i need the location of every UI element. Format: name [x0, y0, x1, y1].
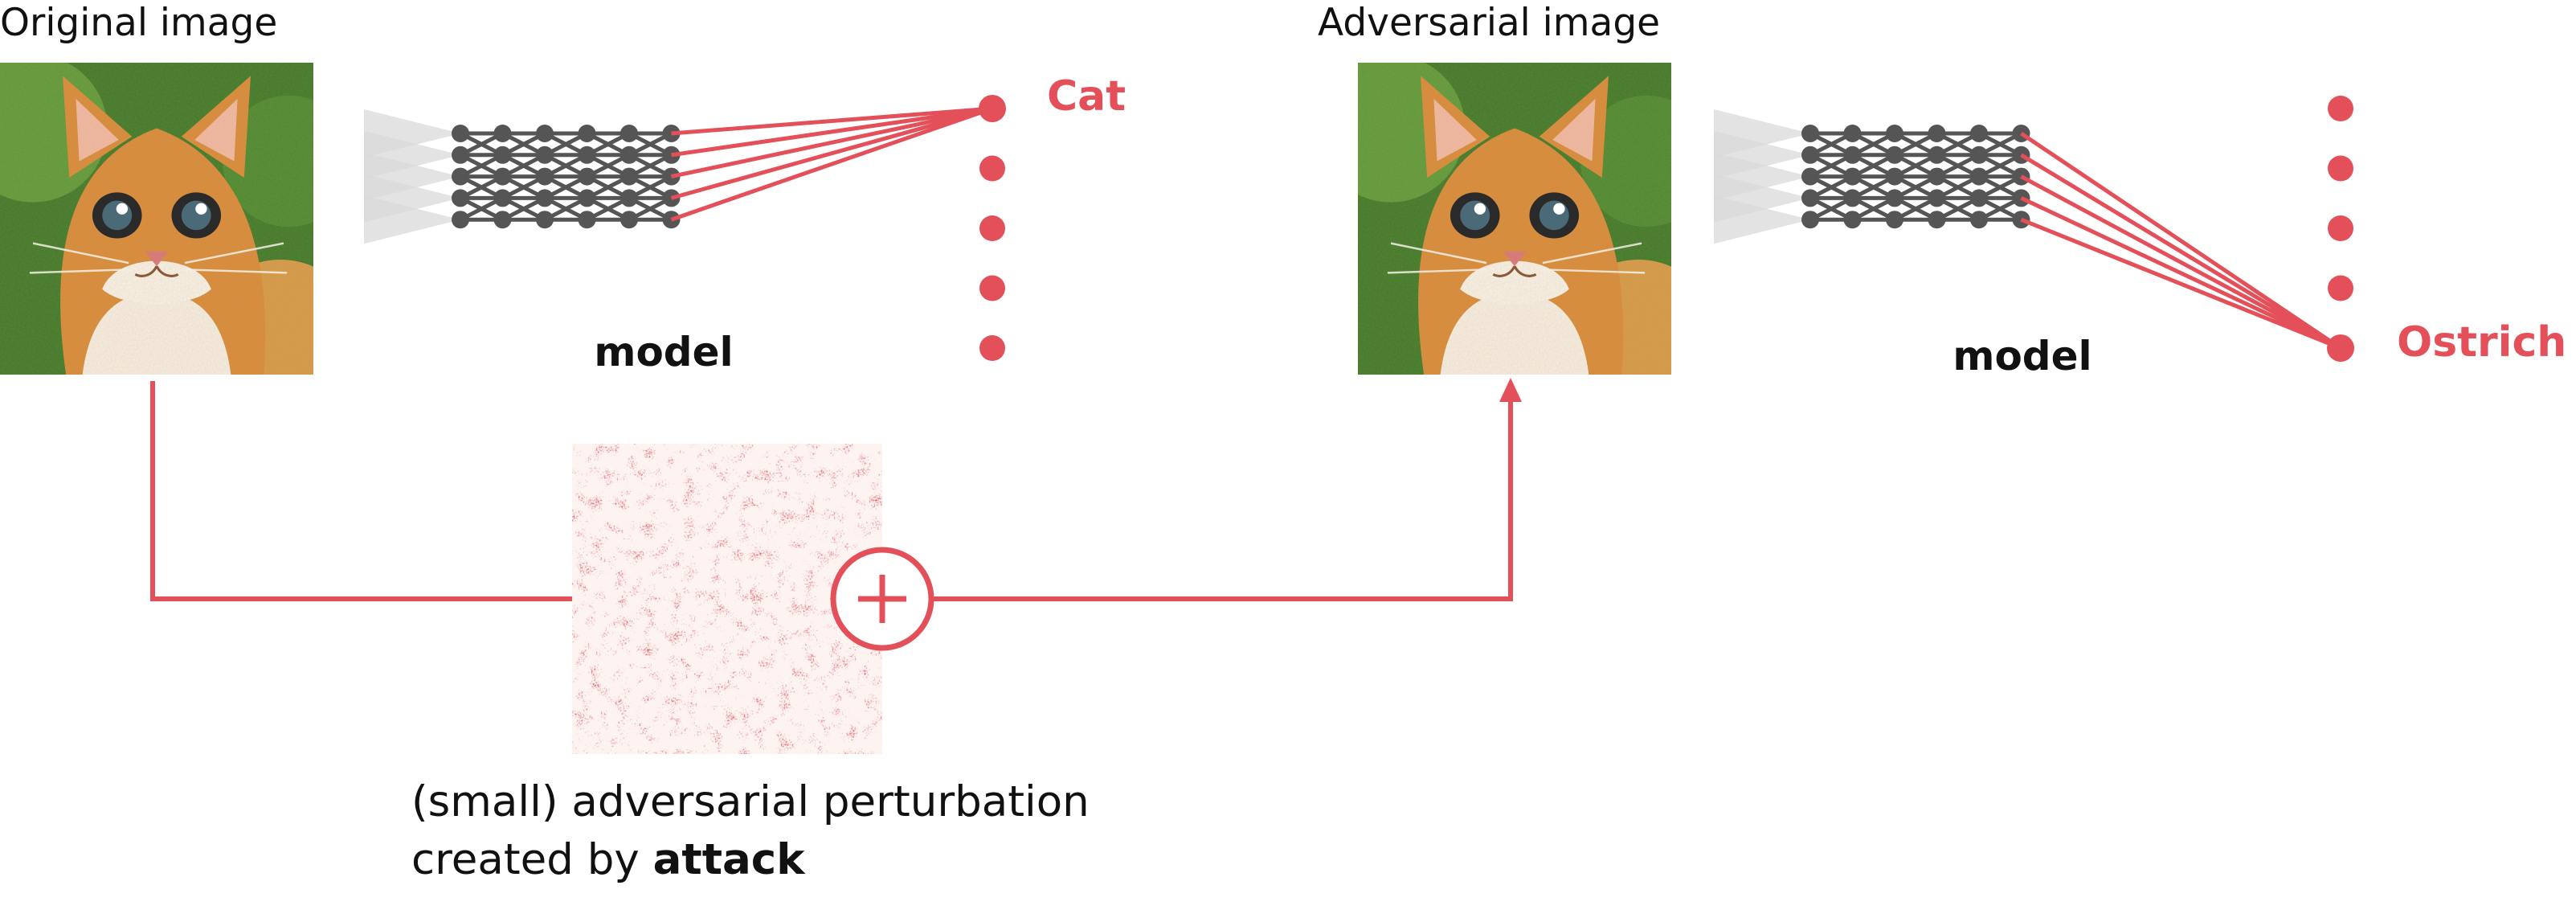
network-node [578, 146, 596, 164]
network-node [1801, 167, 1819, 186]
network-node [1886, 189, 1903, 207]
original-kitten-image [0, 55, 363, 424]
adversarial-kitten-image [1317, 55, 1721, 424]
output-node [2328, 275, 2353, 301]
input-wedge [1714, 195, 1810, 244]
output-link [670, 106, 993, 222]
network-node [493, 189, 512, 207]
perturbation-connector-right [931, 399, 1513, 601]
original-input-wedges [364, 109, 460, 244]
network-node [493, 167, 512, 186]
network-node [1843, 146, 1862, 164]
adversarial-model-label: model [1952, 333, 2091, 379]
network-node [1928, 189, 1946, 207]
network-node [1843, 125, 1862, 142]
network-node [620, 167, 638, 186]
network-node [1928, 146, 1946, 164]
network-node [1928, 167, 1946, 186]
network-node [578, 189, 596, 207]
network-node [1928, 211, 1946, 229]
adversarial-model-network [1801, 125, 2030, 229]
output-link [2020, 131, 2342, 350]
perturbation-caption-line1: (small) adversarial perturbation [411, 777, 1090, 826]
output-link [670, 106, 993, 200]
output-node [979, 275, 1005, 301]
network-node [1801, 211, 1819, 229]
network-node [578, 167, 596, 186]
output-node [979, 335, 1005, 361]
network-node [536, 211, 554, 229]
network-node [620, 125, 638, 142]
original-output-links [670, 106, 993, 222]
input-wedge [364, 195, 460, 244]
network-node [1886, 211, 1903, 229]
original-model-network [452, 125, 681, 229]
output-link [2020, 174, 2342, 350]
network-node [493, 146, 512, 164]
network-node [1801, 189, 1819, 207]
network-node [1886, 125, 1903, 142]
output-link [671, 106, 993, 136]
network-node [1970, 125, 1988, 142]
network-node [620, 146, 638, 164]
network-node [620, 211, 638, 229]
output-node [2328, 155, 2353, 182]
adversarial-image-caption: Adversarial image [1318, 1, 1660, 45]
network-node [578, 125, 596, 142]
network-node [1886, 167, 1903, 186]
perturbation-connector-left [150, 381, 572, 601]
network-node [452, 167, 469, 186]
adversarial-output-links [2020, 131, 2342, 350]
original-image-caption: Original image [0, 1, 277, 45]
network-node [1886, 146, 1903, 164]
adversarial-prediction-label: Ostrich [2397, 318, 2566, 367]
output-node-predicted [979, 95, 1006, 122]
output-link [2020, 153, 2342, 350]
output-node [979, 155, 1005, 182]
network-node [452, 189, 469, 207]
network-node [536, 146, 554, 164]
network-node [452, 211, 469, 229]
network-node [1928, 125, 1946, 142]
output-node-predicted [2327, 334, 2354, 362]
original-output-nodes [979, 95, 1006, 361]
output-node [2328, 96, 2353, 121]
output-link [2020, 217, 2341, 350]
network-node [1801, 125, 1819, 142]
output-node [979, 215, 1005, 241]
adversarial-output-nodes [2327, 96, 2354, 362]
network-node [452, 125, 469, 142]
plus-circle-icon [830, 547, 934, 651]
network-node [1843, 189, 1862, 207]
output-link [671, 106, 993, 158]
network-node [452, 146, 469, 164]
network-node [578, 211, 596, 229]
network-node [1801, 146, 1819, 164]
output-node [2328, 215, 2353, 241]
network-node [493, 125, 512, 142]
network-node [620, 189, 638, 207]
arrow-up-icon [1499, 378, 1522, 402]
network-node [493, 211, 512, 229]
network-node [536, 167, 554, 186]
network-node [1843, 211, 1862, 229]
original-prediction-label: Cat [1047, 72, 1126, 121]
perturbation-caption-line2: created by attack [411, 835, 806, 884]
adversarial-input-wedges [1714, 109, 1810, 244]
network-node [536, 189, 554, 207]
network-node [1970, 146, 1988, 164]
original-model-label: model [594, 329, 733, 375]
output-link [2020, 196, 2342, 350]
caption-attack-bold: attack [653, 835, 807, 884]
network-node [1970, 189, 1988, 207]
network-node [1970, 167, 1988, 186]
caption-prefix: created by [411, 835, 653, 884]
network-node [536, 125, 554, 142]
network-node [1970, 211, 1988, 229]
network-node [1843, 167, 1862, 186]
output-link [670, 106, 993, 179]
